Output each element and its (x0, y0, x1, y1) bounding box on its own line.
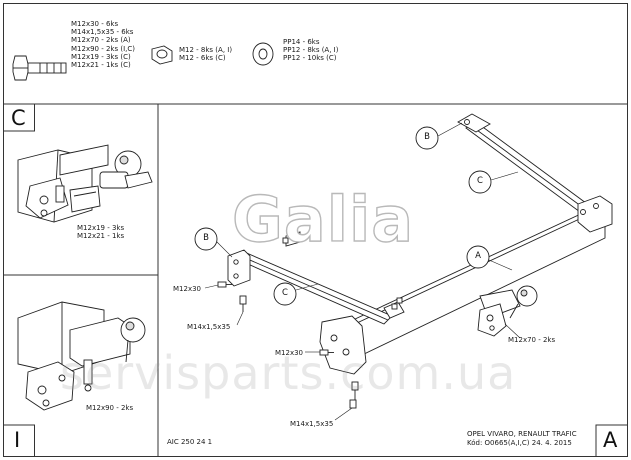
nut-list-item: M12 - 6ks (C) (179, 54, 226, 63)
bolt-list-item: M12x90 - 2ks (I,C) (71, 44, 135, 53)
kod-date: Kód: O0665(A,I,C) 24. 4. 2015 (467, 439, 572, 447)
washer-list-item: PP12 - 10ks (C) (283, 54, 337, 63)
callout-a: A (475, 251, 481, 261)
callout-circles (194, 126, 492, 306)
panel-c-part: M12x21 - 1ks (77, 232, 125, 241)
panel-i-part: M12x90 - 2ks (86, 404, 134, 412)
label-m12x30-left: M12x30 (173, 285, 201, 293)
washer-list-item: PP12 - 8ks (A, I) (283, 46, 339, 55)
frame-lines (3, 3, 628, 457)
panel-c-parts: M12x19 - 3ks M12x21 - 1ks (77, 224, 124, 240)
bolt-list: M12x30 - 6ks M14x1,5x35 - 6ks M12x70 - 2… (71, 20, 135, 69)
nut-icon (151, 45, 173, 65)
bolt-icon (12, 55, 67, 81)
vehicle-name: OPEL VIVARO, RENAULT TRAFIC (467, 430, 577, 438)
leader-lines (204, 122, 521, 421)
servisparts-watermark: servisparts.com.ua (60, 346, 517, 400)
nut-list-item: M12 - 8ks (A, I) (179, 46, 233, 54)
panel-i-drawing (17, 301, 146, 411)
label-m14-bottom: M14x1,5x35 (290, 420, 334, 428)
label-m14-left: M14x1,5x35 (187, 323, 231, 331)
main-assembly (217, 113, 613, 409)
panel-c-part: M12x19 - 3ks (77, 224, 125, 232)
washer-list: PP14 - 6ks PP12 - 8ks (A, I) PP12 - 10ks… (283, 38, 338, 63)
label-m12x30-bottom: M12x30 (275, 349, 303, 357)
galia-watermark-logo: Galia (231, 183, 415, 256)
panel-a-letter: A (603, 428, 618, 452)
panel-i-parts: M12x90 - 2ks (86, 404, 133, 412)
callout-b-top: B (424, 132, 430, 142)
bolt-list-item: M12x30 - 6ks (71, 20, 119, 28)
drawing-code: AIC 250 24 1 (167, 438, 213, 446)
callout-b-left: B (203, 233, 209, 243)
bolt-list-item: M12x70 - 2ks (A) (71, 36, 131, 45)
bolt-list-item: M12x19 - 3ks (C) (71, 52, 131, 61)
callout-c-top: C (477, 176, 483, 186)
bolt-list-item: M14x1,5x35 - 6ks (71, 28, 134, 37)
callout-c-mid: C (282, 288, 288, 298)
washer-icon (252, 42, 274, 66)
panel-c-letter: C (11, 106, 26, 130)
bolt-list-item: M12x21 - 1ks (C) (71, 61, 131, 70)
panel-c-drawing (17, 144, 153, 223)
washer-list-item: PP14 - 6ks (283, 38, 320, 46)
panel-i-letter: I (14, 428, 21, 452)
label-m12x70: M12x70 - 2ks (508, 336, 556, 344)
nut-list: M12 - 8ks (A, I) M12 - 6ks (C) (179, 46, 232, 62)
